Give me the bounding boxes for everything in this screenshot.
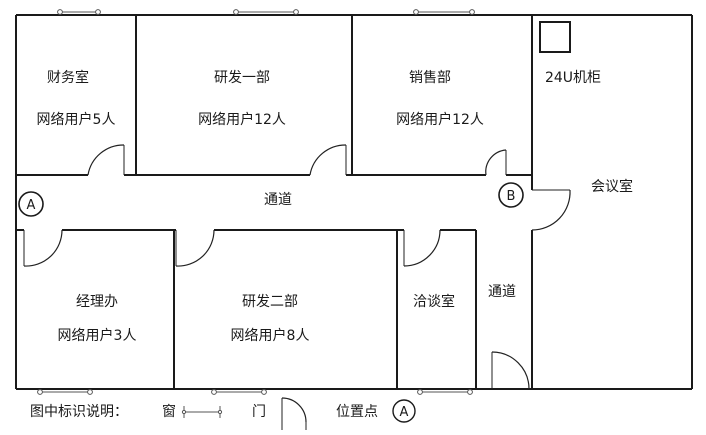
main-corridor-label: 通道 <box>264 192 292 208</box>
cabinet-box-icon <box>539 21 571 53</box>
legend-door-icon <box>281 397 307 430</box>
side-corridor-label: 通道 <box>488 284 516 300</box>
manager-room-name: 经理办 <box>76 294 118 310</box>
legend-door-label: 门 <box>252 404 266 420</box>
rd1-room-users: 网络用户12人 <box>198 111 286 128</box>
negotiation-room-name: 洽谈室 <box>413 293 455 310</box>
legend-point-symbol: A <box>400 405 409 420</box>
interior-walls <box>16 15 533 389</box>
sales-room-name: 销售部 <box>409 70 451 86</box>
rd1-room-name: 研发一部 <box>214 70 270 86</box>
finance-room-name: 财务室 <box>47 69 89 86</box>
room-labels: 财务室 网络用户5人 研发一部 网络用户12人 销售部 网络用户12人 24U机… <box>37 69 633 344</box>
cabinet-label: 24U机柜 <box>545 70 601 86</box>
meeting-room-name: 会议室 <box>591 178 633 195</box>
rd2-room-name: 研发二部 <box>242 294 298 310</box>
rd2-room-users: 网络用户8人 <box>231 327 310 344</box>
windows-top <box>57 9 475 15</box>
legend-window-label: 窗 <box>162 403 176 420</box>
manager-room-users: 网络用户3人 <box>58 327 137 344</box>
sales-room-users: 网络用户12人 <box>396 111 484 128</box>
doors <box>23 144 571 390</box>
outer-walls <box>15 14 693 390</box>
position-point-b: B <box>498 182 524 208</box>
finance-room-users: 网络用户5人 <box>37 111 116 128</box>
point-b-label: B <box>507 189 516 204</box>
point-a-label: A <box>27 198 36 213</box>
legend-point-label: 位置点 <box>336 404 378 420</box>
legend: 图中标识说明： 窗 门 位置点 A <box>30 397 416 430</box>
position-point-a: A <box>18 191 44 217</box>
legend-window-icon <box>181 406 223 418</box>
legend-point-icon: A <box>392 399 416 423</box>
legend-title: 图中标识说明： <box>30 404 128 420</box>
windows-bottom <box>37 389 473 395</box>
